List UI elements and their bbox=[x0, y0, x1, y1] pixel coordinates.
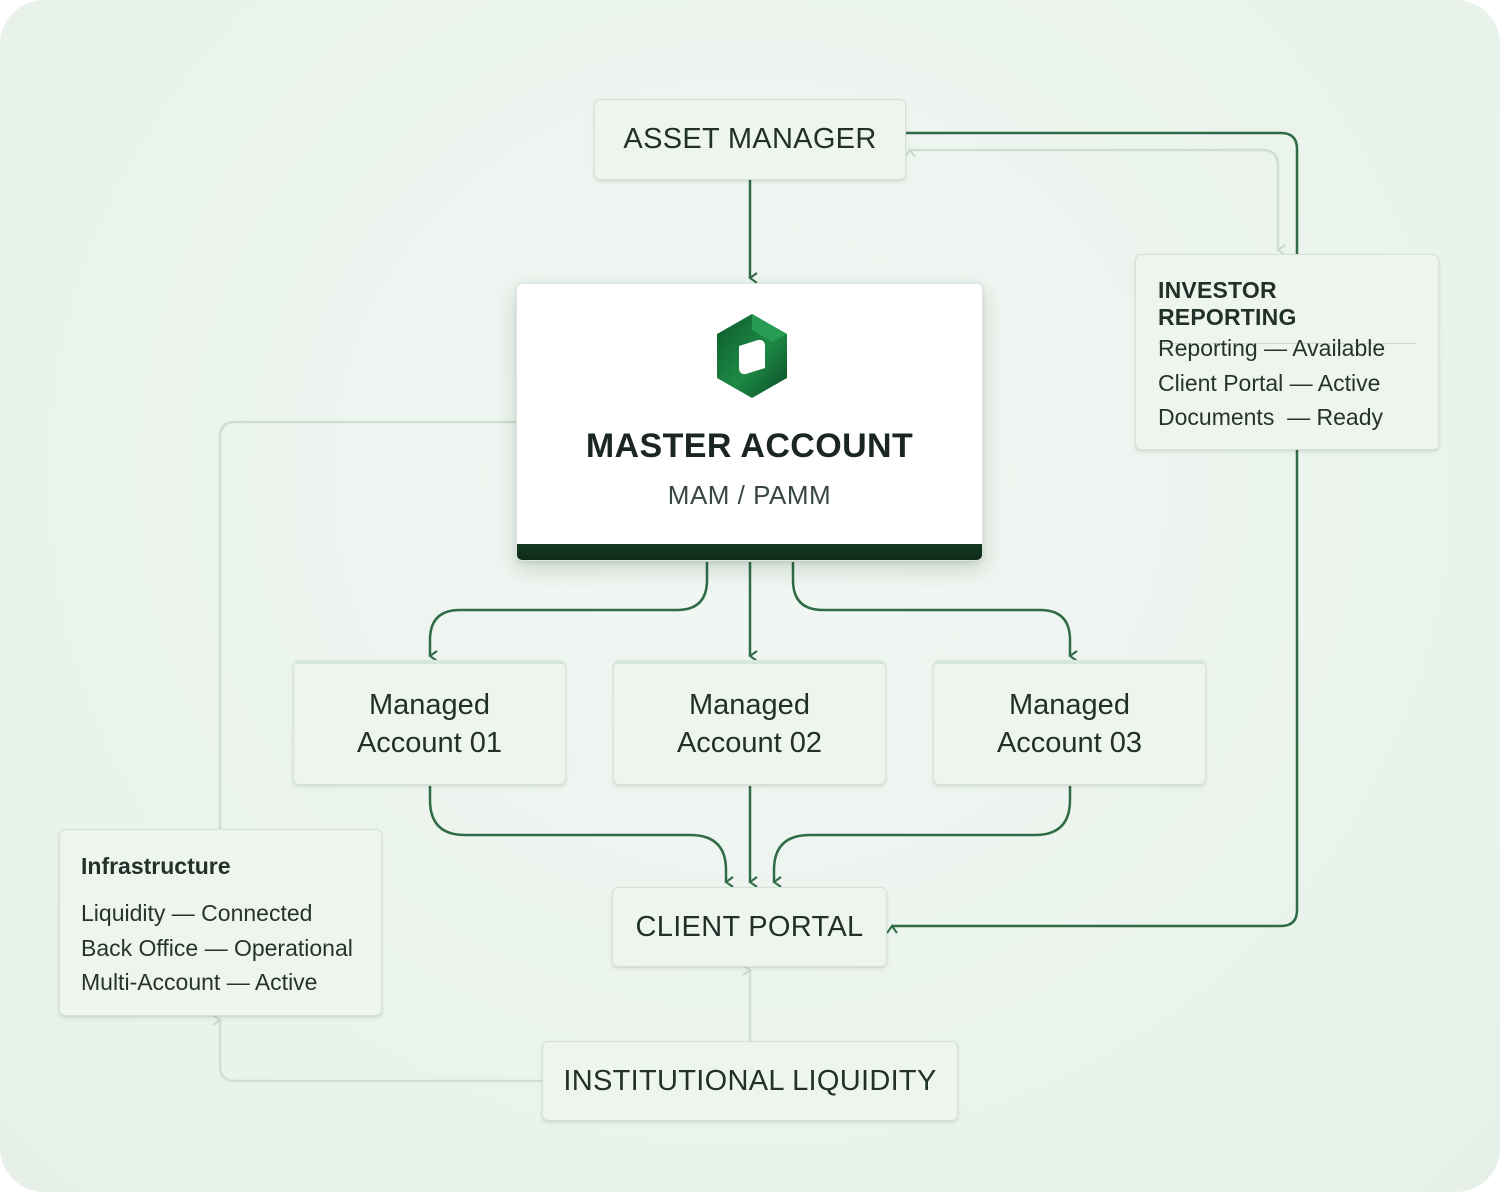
infrastructure-row: Multi-Account — Active bbox=[81, 969, 318, 995]
client-portal-node: CLIENT PORTAL bbox=[612, 887, 887, 967]
connector-investor-to-portal bbox=[886, 450, 1299, 934]
master-account-footer-bar bbox=[517, 544, 982, 560]
master-account-title: MASTER ACCOUNT bbox=[585, 427, 914, 465]
investor-reporting-row: Client Portal — Active bbox=[1158, 369, 1381, 396]
connector-managed-01-to-portal bbox=[428, 786, 734, 888]
connector-liquidity-to-infrastructure bbox=[212, 1014, 542, 1083]
investor-reporting-row: Documents — Ready bbox=[1158, 404, 1383, 430]
investor-reporting-row: Reporting — Available bbox=[1158, 335, 1386, 361]
investor-reporting-panel: INVESTOR REPORTING Reporting — Available… bbox=[1135, 254, 1439, 450]
investor-reporting-title: INVESTOR REPORTING bbox=[1158, 277, 1416, 344]
managed-account-03-line2: Account 03 bbox=[996, 727, 1143, 759]
infrastructure-panel: Infrastructure Liquidity — Connected Bac… bbox=[59, 829, 382, 1016]
connector-master-to-managed-03 bbox=[791, 562, 1078, 662]
connector-master-to-managed-01 bbox=[428, 562, 709, 662]
institutional-liquidity-label: INSTITUTIONAL LIQUIDITY bbox=[563, 1064, 937, 1097]
managed-account-01-line1: Managed bbox=[369, 689, 490, 721]
infrastructure-row: Liquidity — Connected bbox=[81, 900, 313, 926]
connector-master-to-infrastructure bbox=[218, 420, 516, 829]
institutional-liquidity-node: INSTITUTIONAL LIQUIDITY bbox=[542, 1041, 958, 1121]
managed-account-03-node: Managed Account 03 bbox=[933, 660, 1206, 785]
green-hexagon-logo-icon bbox=[717, 314, 787, 398]
master-account-subtitle: MAM / PAMM bbox=[667, 480, 832, 510]
managed-account-01-line2: Account 01 bbox=[356, 727, 503, 759]
asset-manager-label: ASSET MANAGER bbox=[623, 123, 877, 155]
client-portal-label: CLIENT PORTAL bbox=[635, 910, 864, 943]
managed-account-02-line1: Managed bbox=[689, 689, 810, 721]
connector-asset-to-investor bbox=[906, 131, 1299, 254]
asset-manager-node: ASSET MANAGER bbox=[594, 99, 906, 180]
connector-asset-to-investor-faded bbox=[904, 148, 1286, 256]
managed-account-01-node: Managed Account 01 bbox=[293, 660, 566, 785]
infrastructure-row: Back Office — Operational bbox=[81, 934, 353, 961]
infrastructure-title: Infrastructure bbox=[81, 853, 231, 879]
managed-account-02-node: Managed Account 02 bbox=[613, 660, 886, 785]
master-account-node: MASTER ACCOUNT MAM / PAMM bbox=[516, 283, 983, 561]
connector-managed-03-to-portal bbox=[772, 786, 1072, 888]
managed-account-02-line2: Account 02 bbox=[676, 727, 823, 759]
managed-account-03-line1: Managed bbox=[1009, 689, 1130, 721]
